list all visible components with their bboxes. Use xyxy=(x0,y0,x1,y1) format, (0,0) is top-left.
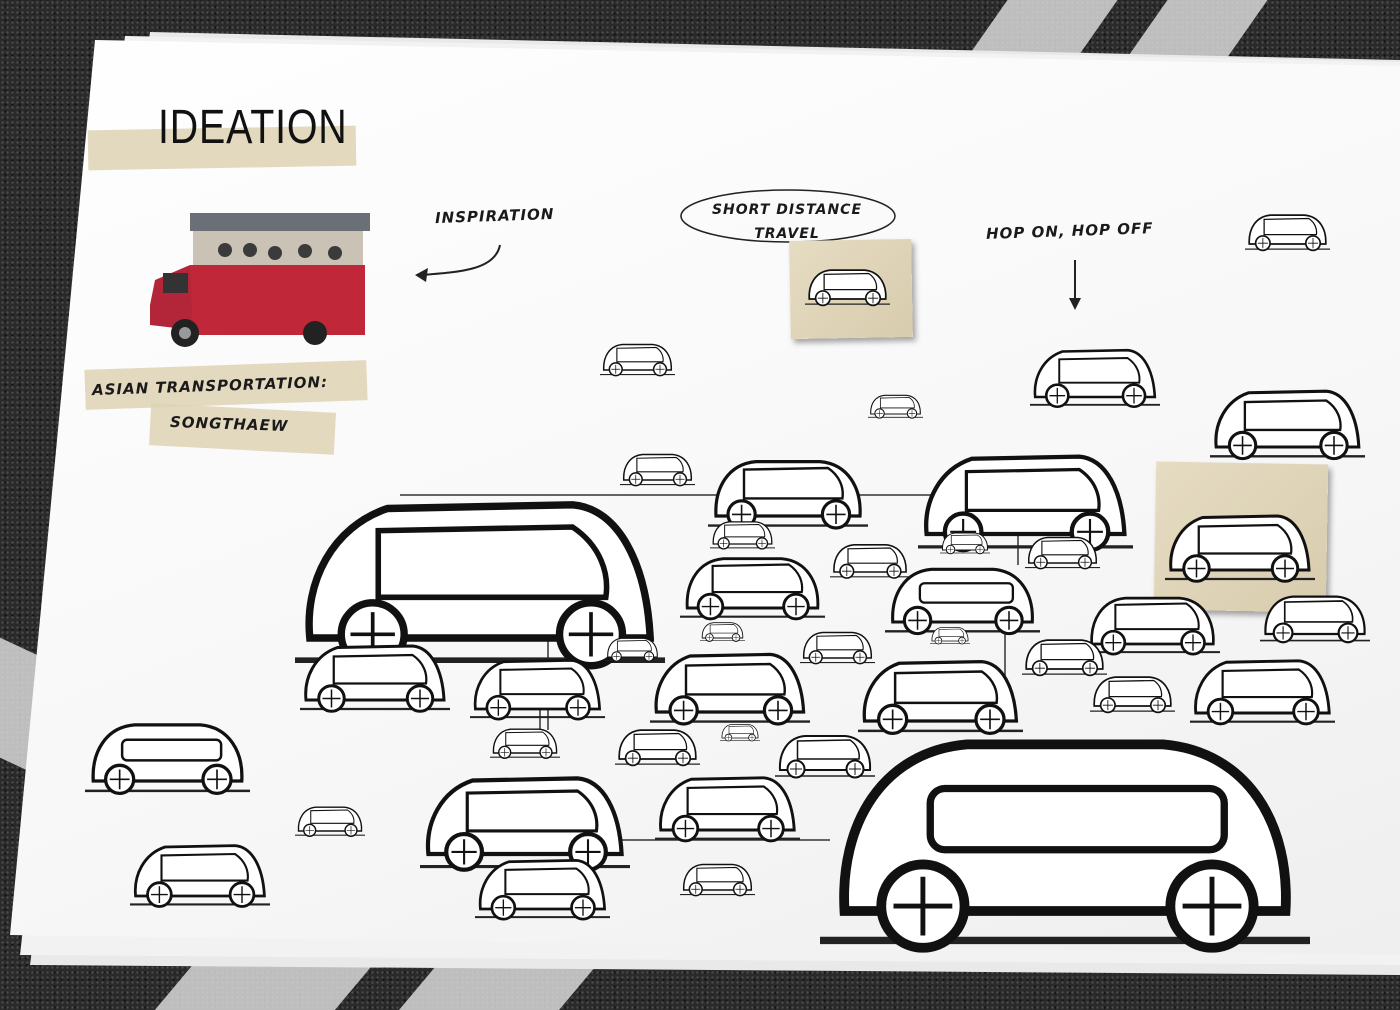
car-sketch xyxy=(1030,348,1160,409)
car-sketch xyxy=(680,863,755,897)
car-sketch xyxy=(1210,389,1365,461)
car-sketch xyxy=(1090,676,1175,714)
car-sketch xyxy=(680,557,825,621)
car-sketch xyxy=(805,269,890,307)
car-sketch xyxy=(650,652,810,726)
car-sketch xyxy=(868,394,923,419)
car-sketch xyxy=(470,659,605,721)
car-sketch xyxy=(655,776,800,843)
car-sketch xyxy=(885,567,1040,636)
arrow-icon xyxy=(415,244,501,282)
car-sketch xyxy=(615,729,700,767)
car-sketch xyxy=(820,739,1310,953)
car-sketch xyxy=(620,453,695,487)
car-sketch xyxy=(420,776,630,872)
car-sketch xyxy=(1025,536,1100,570)
car-sketch xyxy=(85,723,250,796)
car-sketch xyxy=(940,532,990,555)
car-sketch xyxy=(1022,639,1107,677)
page-title: IDEATION xyxy=(158,101,348,154)
car-sketch xyxy=(475,859,610,921)
car-sketch xyxy=(930,627,970,645)
ellipse-outline xyxy=(680,189,896,243)
car-sketch xyxy=(300,644,450,713)
car-sketch xyxy=(700,622,745,642)
car-sketch xyxy=(600,343,675,377)
car-sketch xyxy=(490,728,560,759)
car-sketch xyxy=(858,659,1023,736)
car-sketch xyxy=(800,631,875,665)
car-sketch xyxy=(295,501,665,670)
car-sketch xyxy=(1190,659,1335,726)
car-sketch xyxy=(918,454,1133,553)
car-sketch xyxy=(130,844,270,908)
songthaew-photo xyxy=(150,213,370,347)
car-sketch xyxy=(710,521,775,550)
car-sketch xyxy=(708,460,868,530)
car-sketch xyxy=(1245,214,1330,252)
car-sketch xyxy=(1165,514,1315,583)
label-short-distance-text: SHORT DISTANCE TRAVEL xyxy=(711,202,863,242)
arrow-down-icon xyxy=(1069,260,1081,310)
car-sketch xyxy=(605,637,660,662)
car-sketch xyxy=(295,806,365,837)
car-sketch xyxy=(1260,595,1370,644)
car-sketch xyxy=(1085,596,1220,656)
car-sketch xyxy=(830,544,910,579)
car-sketch xyxy=(720,724,760,742)
car-sketch xyxy=(775,735,875,779)
label-short-distance: SHORT DISTANCE TRAVEL xyxy=(707,198,867,246)
